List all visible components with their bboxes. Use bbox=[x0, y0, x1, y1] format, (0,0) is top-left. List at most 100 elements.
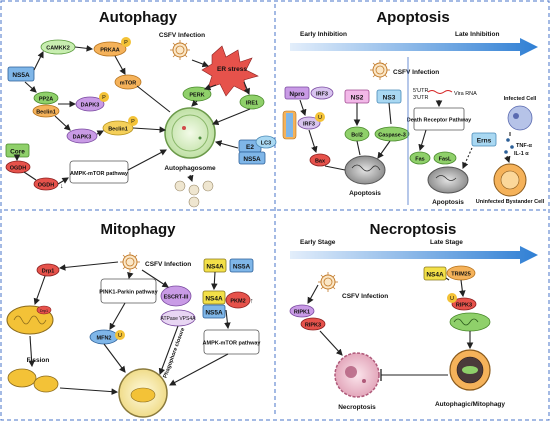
apoptosis-label: Apoptosis bbox=[432, 199, 464, 206]
ubiquitin-badge bbox=[447, 293, 457, 303]
ns4a-box bbox=[202, 290, 226, 305]
ns5a-label: NS5A bbox=[233, 264, 251, 271]
ubiquitin-badge bbox=[315, 112, 325, 122]
early-inhibition-label: Early Inhibition bbox=[300, 31, 347, 38]
death-receptor-label: Death Receptor Pathway bbox=[407, 118, 472, 124]
ampk-mtor-label: AMPK-mTOR pathway bbox=[70, 171, 129, 177]
ogdh-label: OGDH bbox=[38, 183, 55, 189]
ogdh-label: OGDH bbox=[10, 166, 27, 172]
ripk1-node bbox=[289, 304, 315, 318]
ire1-node bbox=[239, 94, 265, 110]
svg-text:U: U bbox=[318, 115, 322, 121]
ns5a-box bbox=[238, 151, 266, 165]
pp2a-label: PP2A bbox=[39, 97, 53, 103]
bax-label: Bax bbox=[315, 159, 326, 165]
svg-text:U: U bbox=[450, 296, 454, 302]
infected-cell-label: Infected Cell bbox=[504, 96, 537, 102]
death-receptor-box bbox=[413, 107, 465, 131]
necroptosis-title: Necroptosis bbox=[370, 221, 457, 238]
virus-icon bbox=[119, 251, 141, 273]
ampk-mtor-label: AMPK-mTOR pathway bbox=[203, 341, 262, 347]
up-arrow-icon: ↑ bbox=[250, 298, 254, 305]
necrotic-cell-icon bbox=[334, 352, 380, 398]
ubiquitin-badge bbox=[115, 330, 125, 340]
ns2-label: NS2 bbox=[351, 95, 364, 102]
phospho-badge bbox=[128, 116, 138, 126]
erns-label: Erns bbox=[477, 138, 492, 145]
irf3-node bbox=[297, 116, 321, 130]
npro-label: Npro bbox=[289, 91, 304, 98]
er-stress-label: ER stress bbox=[217, 66, 247, 73]
perk-label: PERK bbox=[189, 93, 204, 99]
pkm2-label: PKM2 bbox=[230, 299, 245, 305]
pink1-parkin-label: PINK1-Parkin pathway bbox=[99, 290, 158, 296]
svg-text:P: P bbox=[124, 40, 128, 46]
ripk3-node bbox=[300, 317, 326, 331]
erns-box bbox=[471, 132, 497, 147]
apoptosis-title: Apoptosis bbox=[376, 9, 449, 26]
irf3-label: IRF3 bbox=[316, 92, 328, 98]
fas-label: Fas bbox=[415, 157, 424, 163]
ire1-label: IRE1 bbox=[246, 101, 258, 107]
autophagic-mitophagy-label: Autophagic/Mitophagy bbox=[435, 401, 505, 408]
irf3-label: IRF3 bbox=[303, 122, 315, 128]
uninfected-label: Uninfected Bystander Cell bbox=[476, 199, 545, 205]
fission-label: Fission bbox=[27, 357, 50, 364]
csfv-infection-label: CSFV Infection bbox=[393, 69, 439, 76]
dapk3-label: DAPK3 bbox=[81, 103, 100, 109]
autophagosome-label: Autophagosome bbox=[164, 165, 216, 172]
ampk-mtor-box bbox=[69, 160, 129, 184]
ripk3-node bbox=[451, 297, 477, 311]
npro-box bbox=[284, 86, 310, 100]
svg-text:P: P bbox=[131, 119, 135, 125]
camkk2-label: CAMKK2 bbox=[46, 46, 70, 52]
ns5a-label: NS5A bbox=[12, 72, 30, 79]
fasl-node bbox=[433, 151, 457, 165]
er-stress-burst bbox=[201, 45, 259, 97]
pkm2-node bbox=[225, 291, 251, 309]
late-inhibition-label: Late Inhibition bbox=[455, 31, 499, 38]
virus-icon bbox=[369, 59, 391, 81]
timeline-arrow bbox=[290, 246, 538, 264]
tnf-label: TNF-α bbox=[516, 143, 533, 149]
ns4a-label: NS4A bbox=[206, 264, 224, 271]
apoptosis-label: Apoptosis bbox=[349, 190, 381, 197]
bax-node bbox=[309, 153, 331, 167]
mitophagy-title: Mitophagy bbox=[101, 221, 177, 238]
csfv-infection-label: CSFV Infection bbox=[159, 32, 205, 39]
ns5a-box bbox=[7, 66, 35, 82]
ampk-mtor-box bbox=[203, 329, 260, 355]
virus-icon bbox=[169, 39, 191, 61]
beclin1-label: Beclin1 bbox=[36, 110, 56, 116]
caspase3-node bbox=[374, 126, 410, 142]
down-arrow-icon: ↓ bbox=[60, 183, 64, 190]
irf3-node bbox=[310, 86, 334, 100]
beclin1-node bbox=[32, 104, 60, 118]
atpase-label: ATPase VPS4A bbox=[161, 316, 197, 322]
ns4a-label: NS4A bbox=[205, 296, 223, 303]
caspase3-label: Caspase-3 bbox=[378, 133, 406, 139]
dapk3-label: DAPK3 bbox=[73, 135, 92, 141]
svg-text:P: P bbox=[102, 95, 106, 101]
ns5a-label: NS5A bbox=[243, 156, 261, 163]
lc3-node bbox=[255, 135, 277, 149]
necroptosis-label: Necroptosis bbox=[338, 404, 376, 411]
autophagosome-inner bbox=[171, 114, 209, 152]
drp1-label: Drp1 bbox=[42, 269, 55, 275]
ns5a-label: NS5A bbox=[205, 310, 223, 317]
ripk3-label: RIPK3 bbox=[305, 323, 321, 329]
phospho-badge bbox=[99, 92, 109, 102]
phospho-badge bbox=[121, 37, 131, 47]
fas-node bbox=[409, 151, 431, 165]
beclin1-node bbox=[102, 120, 134, 136]
late-stage-label: Late Stage bbox=[430, 239, 463, 246]
lc3-label: LC3 bbox=[261, 141, 271, 147]
infected-cell-icon bbox=[507, 105, 533, 131]
vira-rna-label: Vira RNA bbox=[454, 91, 477, 97]
apoptotic-cell bbox=[344, 155, 386, 185]
mtor-label: mTOR bbox=[120, 81, 136, 87]
timeline-arrow bbox=[290, 38, 538, 56]
early-stage-label: Early Stage bbox=[300, 239, 336, 246]
escrt-node bbox=[160, 285, 192, 307]
mtor-node bbox=[114, 74, 142, 90]
